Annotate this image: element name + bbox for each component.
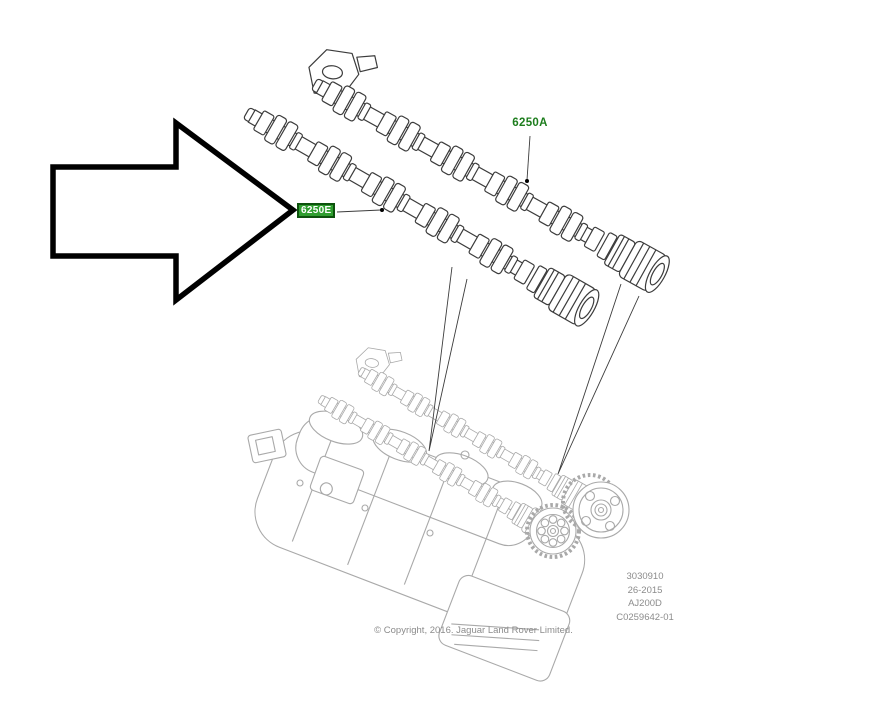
- reference-line: AJ200D: [628, 598, 662, 609]
- manifold-bracket: [247, 428, 287, 464]
- position-leader-lines: [428, 266, 640, 475]
- vvt-actuator: [561, 473, 630, 539]
- highlight-arrow-icon: [50, 117, 298, 306]
- callout-leader-lines: [336, 135, 531, 213]
- reference-line: 3030910: [626, 571, 664, 582]
- camshaft-sprocket: [525, 503, 581, 559]
- copyright-text: © Copyright, 2016. Jaguar Land Rover Lim…: [374, 625, 573, 636]
- part-label-6250A[interactable]: 6250A: [512, 117, 548, 129]
- sensor-box: [309, 455, 365, 505]
- engine-assembly-drawing: [247, 334, 630, 682]
- reference-line: C0259642-01: [616, 611, 674, 623]
- part-label-6250E[interactable]: 6250E: [297, 203, 336, 218]
- reference-block: 3030910 26-2015 AJ200D C0259642-01: [599, 570, 691, 624]
- reference-line: 26-2015: [627, 584, 663, 596]
